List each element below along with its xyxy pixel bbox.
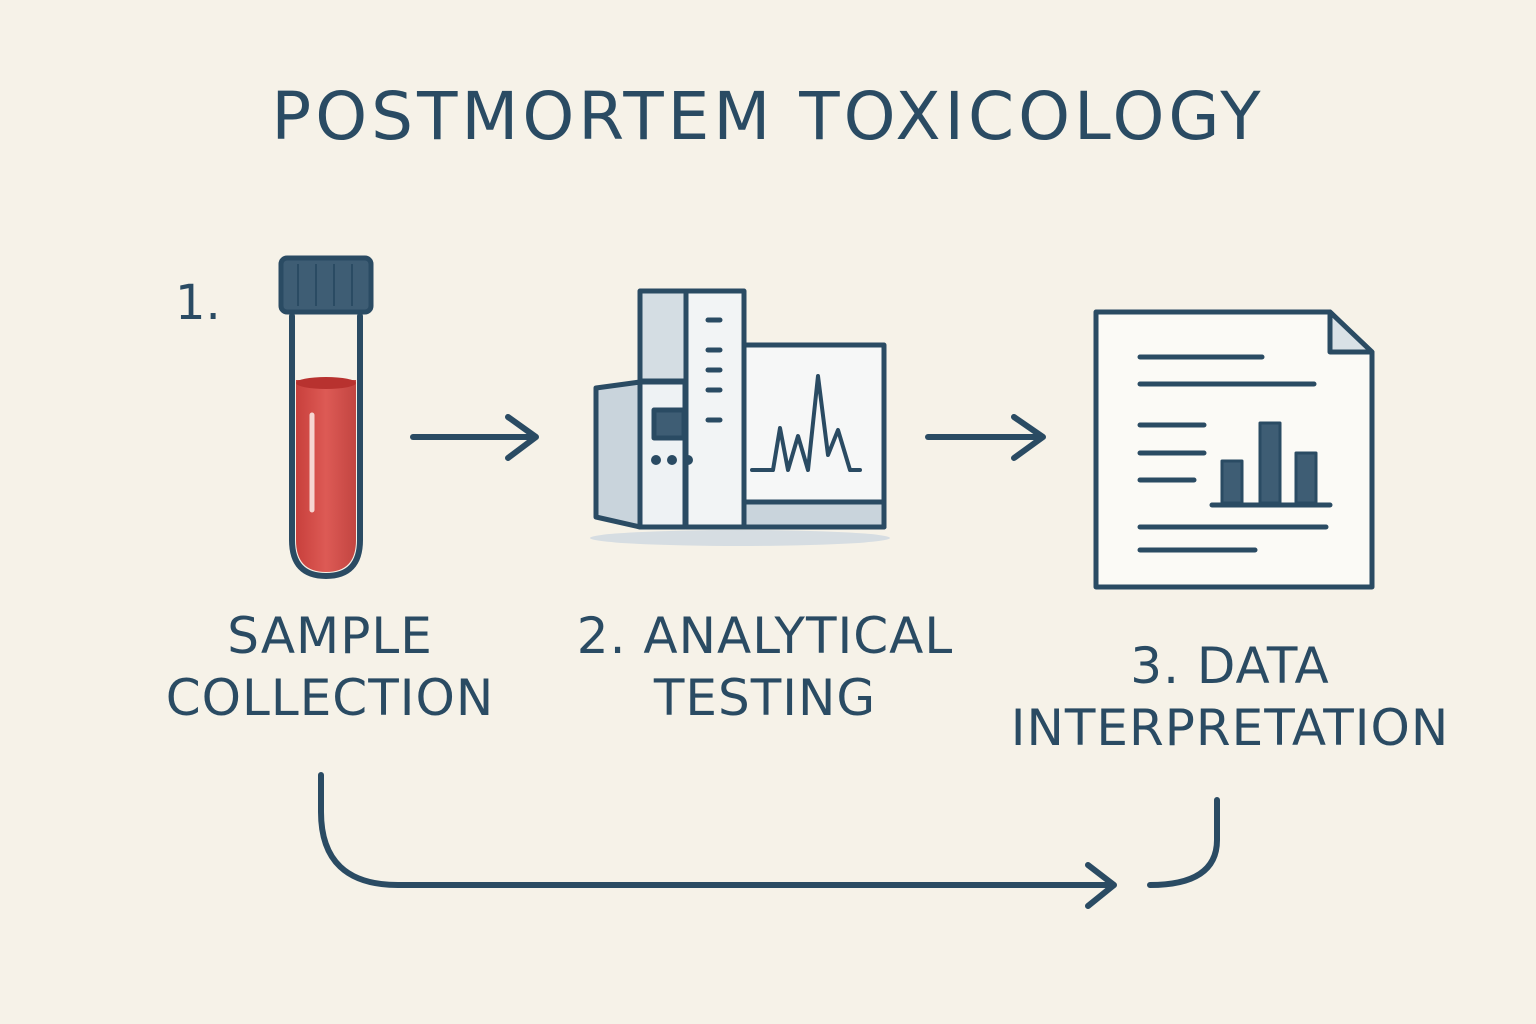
step-2-label: 2. ANALYTICAL TESTING <box>550 605 980 729</box>
chromatography-instrument-icon <box>590 288 890 546</box>
step-3-label: 3. DATA INTERPRETATION <box>1005 635 1455 759</box>
step-3-label-line-1: 3. DATA <box>1130 637 1330 695</box>
blood-test-tube-icon <box>278 255 374 580</box>
step-2-label-line-2: TESTING <box>653 669 877 727</box>
connector-arrow-icon <box>318 772 1220 909</box>
step-3-label-line-2: INTERPRETATION <box>1010 699 1450 757</box>
step-1-number: 1. <box>175 275 221 331</box>
step-1-label: SAMPLE COLLECTION <box>150 605 510 729</box>
arrow-right-icon <box>925 414 1046 461</box>
report-document-icon <box>1093 309 1375 590</box>
step-1-label-line-2: COLLECTION <box>165 669 495 727</box>
step-2-label-line-1: 2. ANALYTICAL <box>576 607 954 665</box>
step-1-label-line-1: SAMPLE <box>227 607 433 665</box>
diagram-title: POSTMORTEM TOXICOLOGY <box>271 78 1265 155</box>
arrow-right-icon <box>410 414 539 461</box>
